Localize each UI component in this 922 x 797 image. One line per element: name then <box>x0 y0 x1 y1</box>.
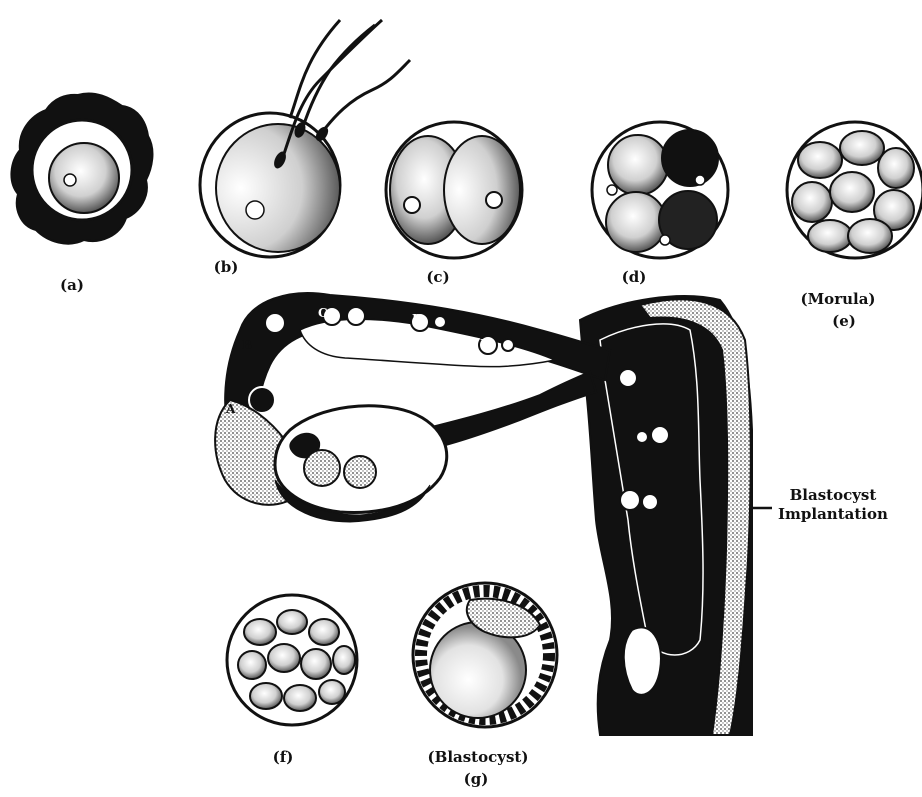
follicle <box>304 450 340 486</box>
polar-body <box>64 174 76 186</box>
label-f: (f) <box>273 748 294 766</box>
label-c: (c) <box>426 268 449 286</box>
blastomere <box>830 172 874 212</box>
label-g: (g) <box>464 770 489 788</box>
tube-marker-e: E <box>480 337 489 351</box>
label-d: (d) <box>622 268 647 286</box>
blastomere <box>662 130 718 186</box>
stage-d-four-cell <box>592 122 728 258</box>
pronucleus <box>246 201 264 219</box>
implantation-line2: Implantation <box>778 505 888 524</box>
blastomere-right <box>444 136 520 244</box>
nucleus <box>404 197 420 213</box>
stage-c-two-cell <box>386 122 522 258</box>
implantation-line1: Blastocyst <box>778 486 888 505</box>
blastomere <box>608 135 668 195</box>
nucleus <box>660 235 670 245</box>
nucleus <box>607 185 617 195</box>
oocyte-body <box>49 143 119 213</box>
blastomere <box>792 182 832 222</box>
blastomere <box>798 142 842 178</box>
nucleus <box>695 175 705 185</box>
blastomere <box>808 220 852 252</box>
tube-marker-c: C <box>318 306 328 320</box>
label-b: (b) <box>214 258 239 276</box>
follicle <box>344 456 376 488</box>
stage-g-blastocyst <box>413 583 557 727</box>
blastomere <box>840 131 884 165</box>
cervix <box>624 627 661 694</box>
label-e: (e) <box>832 312 856 330</box>
nucleus <box>486 192 502 208</box>
label-a: (a) <box>60 276 84 294</box>
ovary-region <box>215 400 447 522</box>
ovarian-ligament <box>420 372 596 450</box>
blastomere <box>606 192 666 252</box>
stage-b-fertilisation <box>200 20 410 257</box>
label-morula: (Morula) <box>800 290 875 308</box>
implantation-callout: Blastocyst Implantation <box>778 486 888 524</box>
stage-a-oocyte <box>11 93 152 243</box>
tube-marker-b: B <box>242 338 252 352</box>
label-blastocyst: (Blastocyst) <box>428 748 529 766</box>
stage-f-cluster <box>227 595 357 725</box>
tube-marker-d: D <box>412 312 422 326</box>
egg-body <box>216 124 340 252</box>
blastomere <box>848 219 892 253</box>
blastomere <box>878 148 914 188</box>
stage-e-morula <box>787 122 922 258</box>
tube-marker-a: A <box>226 402 235 416</box>
